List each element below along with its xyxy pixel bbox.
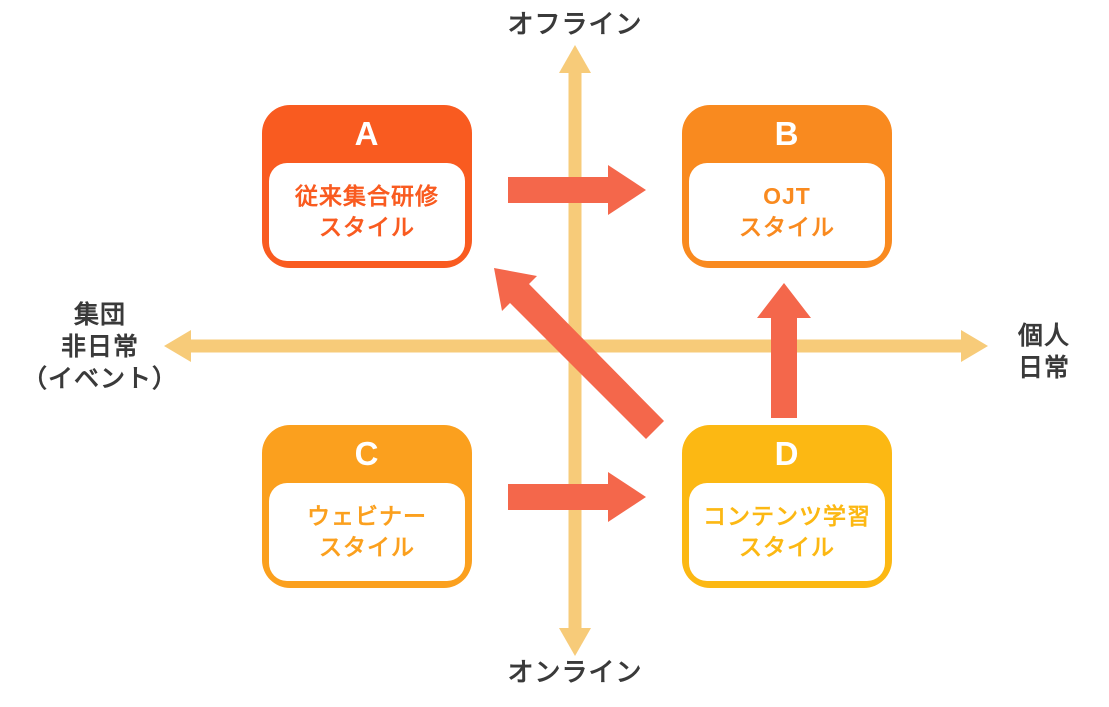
arrow-c-to-d-icon [508, 472, 646, 522]
card-b-ojt-style: B OJT スタイル [682, 105, 892, 268]
axis-label-right-individual-daily: 個人 日常 [984, 320, 1104, 384]
arrow-a-to-b-icon [508, 165, 646, 215]
card-d-label-line1: コンテンツ学習 [703, 503, 871, 529]
card-c-body: ウェビナー スタイル [269, 483, 465, 581]
card-d-body: コンテンツ学習 スタイル [689, 483, 885, 581]
card-c-webinar-style: C ウェビナー スタイル [262, 425, 472, 588]
axis-label-bottom-online: オンライン [507, 657, 643, 687]
card-b-letter: B [774, 115, 800, 152]
axis-label-left-line2: 非日常 [60, 333, 139, 361]
horizontal-axis-arrowhead-right-icon [961, 330, 988, 362]
card-d-letter: D [774, 435, 800, 472]
arrow-d-to-a-diagonal-icon [494, 268, 664, 439]
card-a-letter: A [354, 115, 380, 152]
axis-label-right-line2: 日常 [1017, 354, 1070, 382]
card-a-label-line1: 従来集合研修 [295, 183, 439, 209]
card-a-body: 従来集合研修 スタイル [269, 163, 465, 261]
card-b-label-line2: スタイル [739, 214, 835, 240]
axis-label-left-line1: 集団 [73, 301, 126, 329]
card-d-label-line2: スタイル [739, 534, 835, 560]
card-b-body: OJT スタイル [689, 163, 885, 261]
card-c-letter: C [354, 435, 380, 472]
card-a-label-line2: スタイル [319, 214, 415, 240]
axis-label-top-offline: オフライン [507, 9, 643, 39]
card-d-content-learning-style: D コンテンツ学習 スタイル [682, 425, 892, 588]
vertical-axis-arrowhead-up-icon [559, 45, 591, 73]
vertical-axis-arrowhead-down-icon [559, 628, 591, 656]
axis-label-left-line3: （イベント） [21, 365, 178, 393]
arrow-d-to-b-icon [757, 283, 811, 418]
axis-label-right-line1: 個人 [1017, 322, 1070, 350]
card-a-traditional-group-training: A 従来集合研修 スタイル [262, 105, 472, 268]
card-c-label-line2: スタイル [319, 534, 415, 560]
card-c-label-line1: ウェビナー [307, 503, 427, 529]
horizontal-axis-arrowhead-left-icon [164, 330, 191, 362]
axis-label-left-group-event: 集団 非日常 （イベント） [10, 299, 190, 395]
card-b-label-line1: OJT [763, 183, 811, 209]
